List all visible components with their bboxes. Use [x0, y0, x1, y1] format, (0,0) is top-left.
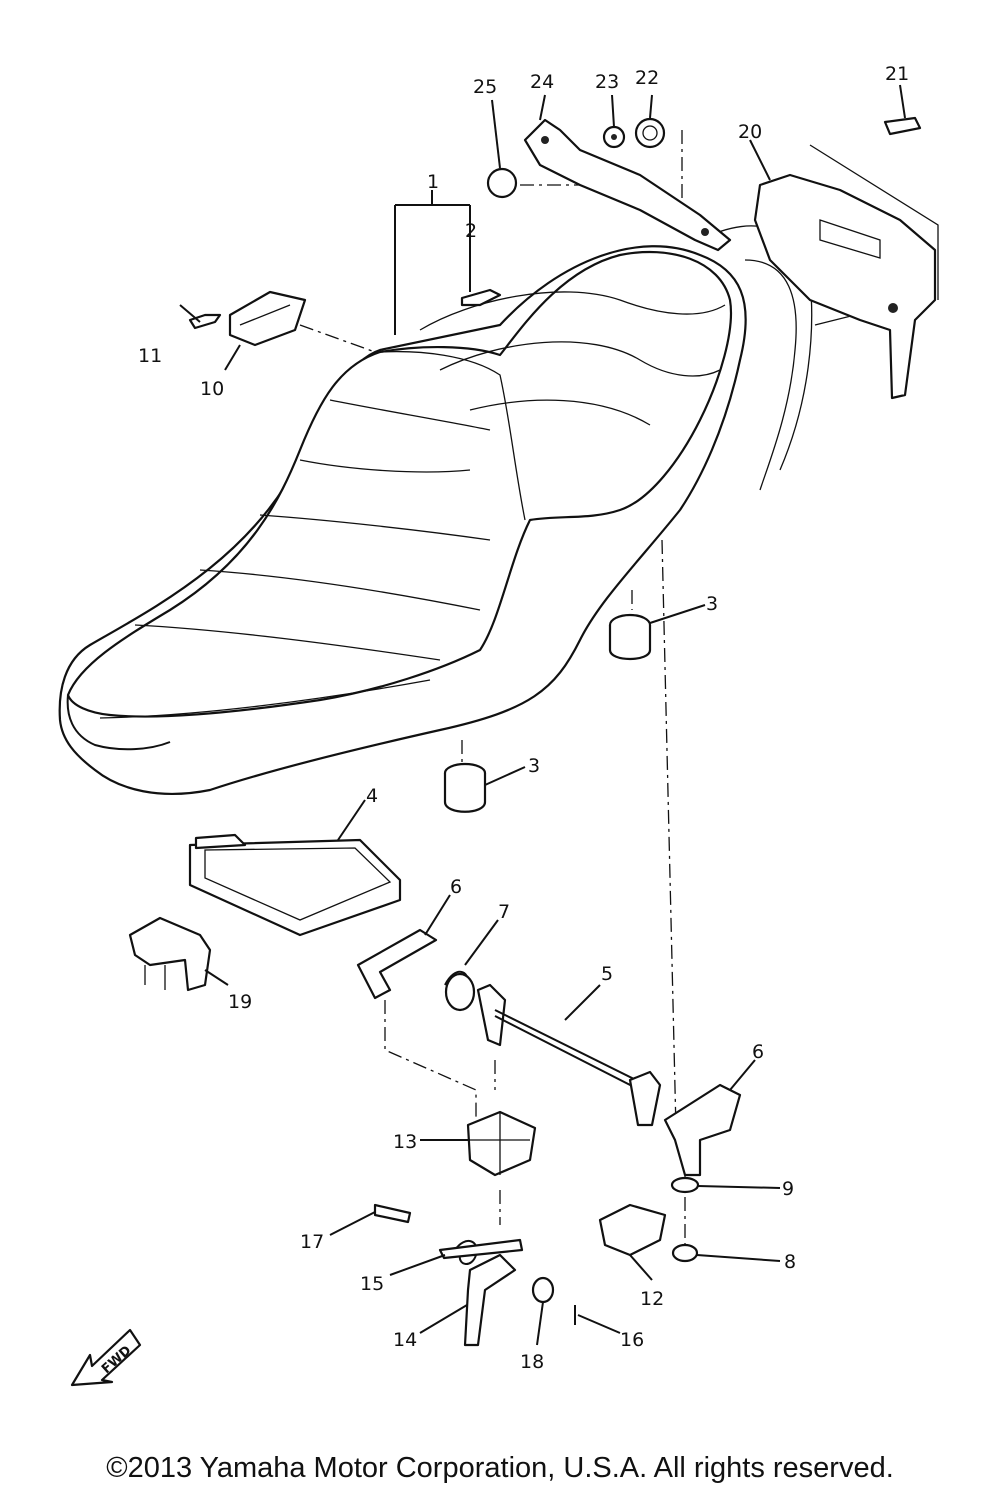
label-part-19: 19 [228, 991, 252, 1013]
label-part-10: 10 [200, 378, 224, 400]
spring-part-15 [438, 1238, 524, 1265]
nut-part-8 [671, 1243, 699, 1263]
latch-part-10 [228, 290, 307, 347]
copyright-notice: ©2013 Yamaha Motor Corporation, U.S.A. A… [106, 1452, 894, 1484]
label-part-11: 11 [138, 345, 162, 367]
grab-bar-part-20 [753, 173, 937, 400]
label-part-9: 9 [782, 1178, 794, 1200]
box-part-12 [598, 1203, 667, 1257]
label-part-3-upper: 3 [706, 593, 718, 615]
rod-part-5 [476, 983, 662, 1127]
grommet-part-22 [634, 117, 666, 149]
label-part-24: 24 [530, 71, 554, 93]
label-part-12: 12 [640, 1288, 664, 1310]
label-part-6-upper: 6 [450, 876, 462, 898]
label-part-13: 13 [393, 1131, 417, 1153]
rubber-damper-lower [443, 762, 487, 813]
plate-part-6-lower [663, 1083, 742, 1177]
label-part-21: 21 [885, 63, 909, 85]
label-part-2: 2 [465, 220, 477, 242]
label-part-8: 8 [784, 1251, 796, 1273]
label-part-6-lower: 6 [752, 1041, 764, 1063]
part-number-labels: 1 2 3 3 4 6 7 5 19 6 13 9 17 8 15 12 14 … [138, 63, 909, 1373]
washer-part-9 [670, 1176, 700, 1194]
leader-lines [179, 84, 906, 1346]
label-part-5-upper: 5 [601, 963, 613, 985]
washer-part-18 [531, 1276, 555, 1304]
rubber-damper-upper [608, 613, 652, 661]
bolt-part-21 [883, 116, 922, 136]
label-part-18: 18 [520, 1351, 544, 1373]
bolt-part-11 [188, 313, 222, 330]
plate-part-6-upper [356, 928, 438, 1000]
grommet-part-23 [602, 125, 626, 149]
label-part-14: 14 [393, 1329, 417, 1351]
label-part-16: 16 [620, 1329, 644, 1351]
label-part-7: 7 [498, 901, 510, 923]
cap-part-25 [486, 167, 518, 199]
seat-parts-diagram: FWD 1 2 3 3 4 6 7 5 19 6 13 9 17 8 15 12… [58, 63, 939, 1387]
clip-part-2 [460, 288, 502, 307]
label-part-4: 4 [366, 785, 378, 807]
tray-part-4 [188, 833, 402, 937]
label-part-20: 20 [738, 121, 762, 143]
bracket-part-24 [523, 118, 732, 252]
lever-part-14 [463, 1253, 517, 1347]
label-part-15: 15 [360, 1273, 384, 1295]
seat-assembly [58, 225, 813, 796]
label-part-22: 22 [635, 67, 659, 89]
label-part-3-lower: 3 [528, 755, 540, 777]
pin-part-17 [373, 1203, 412, 1224]
spring-part-7 [444, 970, 476, 1012]
label-part-1: 1 [427, 171, 439, 193]
lock-part-13 [466, 1110, 537, 1177]
label-part-25: 25 [473, 76, 497, 98]
label-part-23: 23 [595, 71, 619, 93]
fwd-arrow-icon: FWD [70, 1328, 142, 1387]
label-part-17: 17 [300, 1231, 324, 1253]
bracket-part-19 [128, 916, 212, 992]
